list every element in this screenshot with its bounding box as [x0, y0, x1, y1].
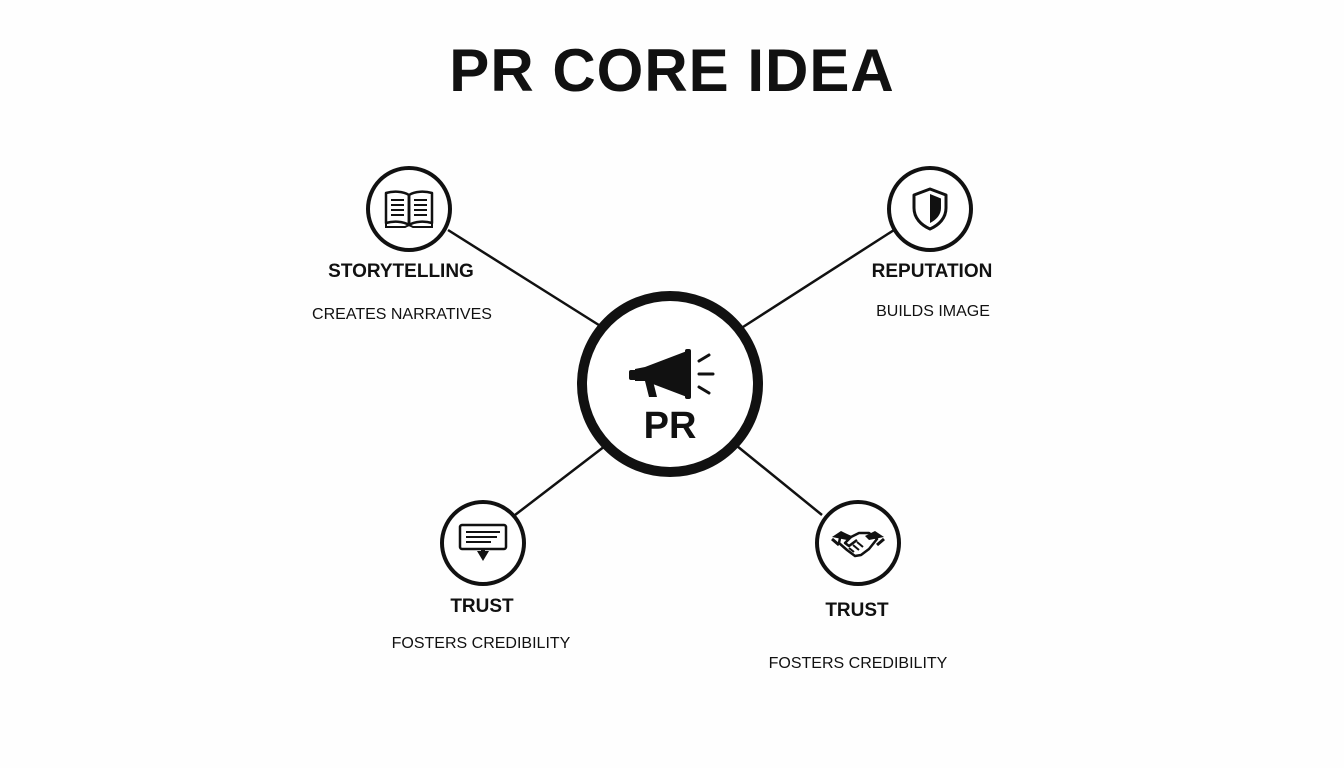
handshake-icon	[831, 531, 885, 558]
node-trust-right	[815, 500, 901, 586]
node-label-reputation: REPUTATION	[871, 261, 993, 282]
node-storytelling	[366, 166, 452, 252]
diagram-title: PR CORE IDEA	[449, 37, 895, 104]
node-desc-storytelling: CREATES NARRATIVES	[312, 306, 492, 323]
node-desc-trust-left: FOSTERS CREDIBILITY	[391, 635, 571, 652]
connector-trust-left	[514, 445, 606, 516]
shield-icon	[912, 187, 948, 231]
open-book-icon	[384, 190, 434, 228]
node-reputation	[887, 166, 973, 252]
node-label-storytelling: STORYTELLING	[328, 261, 474, 282]
center-label: PR	[643, 405, 697, 447]
node-desc-reputation: BUILDS IMAGE	[876, 303, 990, 320]
message-box-icon	[458, 523, 508, 561]
node-trust-left	[440, 500, 526, 586]
connector-trust-right	[736, 445, 823, 516]
node-desc-trust-right: FOSTERS CREDIBILITY	[768, 655, 948, 672]
megaphone-icon	[629, 349, 715, 399]
center-node: PR	[577, 291, 763, 477]
connector-storytelling	[447, 228, 603, 329]
node-label-trust-right: TRUST	[825, 600, 889, 621]
node-label-trust-left: TRUST	[450, 596, 514, 617]
connector-reputation	[742, 228, 895, 329]
